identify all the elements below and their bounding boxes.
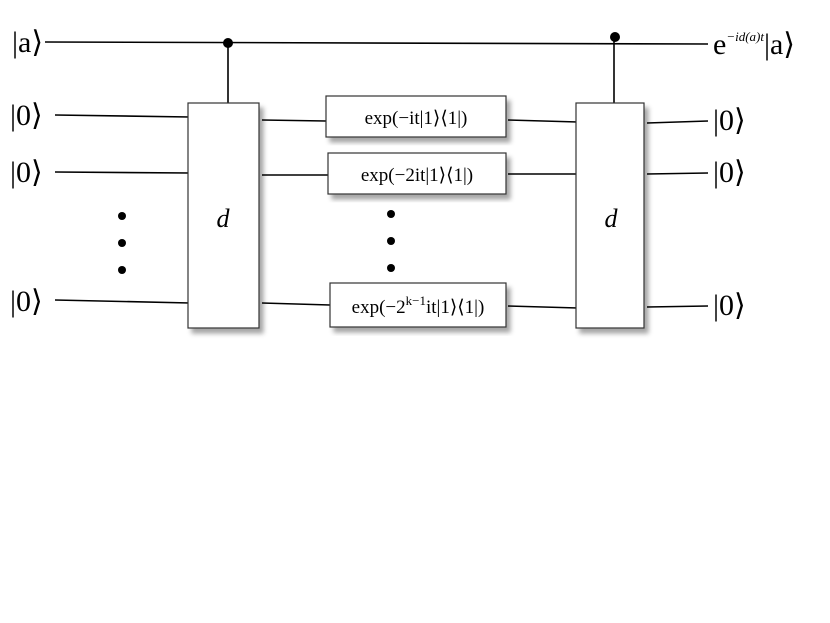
left-d-gate	[187, 102, 260, 329]
phase-gate-2-label: exp(−2it|1⟩⟨1|)	[361, 165, 473, 186]
output-reg2-ket: |0⟩	[713, 156, 746, 189]
right-d-gate-label: d	[605, 204, 619, 233]
reg1-wire-mid-b	[507, 119, 579, 123]
reg3-wire-mid-b	[507, 305, 579, 309]
output-reg1-ket: |0⟩	[713, 104, 746, 137]
output-reg3-ket: |0⟩	[713, 289, 746, 322]
output-ancilla-ket: |a⟩	[764, 28, 795, 61]
right-d-gate	[575, 102, 645, 329]
phase-gate-1	[325, 95, 507, 138]
reg1-wire-in	[54, 114, 191, 118]
reg1-wire-out	[646, 120, 709, 124]
right-control-dot	[610, 32, 620, 42]
middle-ellipsis	[387, 210, 395, 272]
phase-gate-3-exponent: k−1	[406, 293, 426, 308]
reg1-wire-mid-a	[261, 119, 327, 122]
reg2-wire-out	[646, 172, 709, 175]
phase-gate-3	[329, 282, 507, 328]
output-ancilla-state: e−id(a)t|a⟩	[713, 28, 795, 61]
phase-gate-3-label: exp(−2k−1it|1⟩⟨1|)	[352, 293, 485, 318]
reg3-wire-out	[646, 305, 709, 308]
output-ancilla-prefix: e	[713, 28, 726, 61]
ancilla-wire	[44, 41, 709, 45]
phase-gate-2	[327, 152, 507, 195]
phase-gate-3-suffix: it|1⟩⟨1|)	[426, 297, 484, 318]
reg3-wire-in	[54, 299, 191, 304]
input-reg1-ket: |0⟩	[10, 99, 43, 132]
input-ancilla-ket: |a⟩	[12, 26, 43, 59]
output-ancilla-exponent: −id(a)t	[726, 29, 764, 44]
reg2-wire-in	[54, 171, 191, 174]
left-ellipsis	[118, 212, 126, 274]
left-d-gate-label: d	[217, 204, 231, 233]
input-reg2-ket: |0⟩	[10, 156, 43, 189]
reg3-wire-mid-a	[261, 302, 331, 306]
phase-gate-3-prefix: exp(−2	[352, 297, 406, 318]
input-reg3-ket: |0⟩	[10, 285, 43, 318]
phase-gate-1-label: exp(−it|1⟩⟨1|)	[365, 108, 468, 129]
left-control-dot	[223, 38, 233, 48]
